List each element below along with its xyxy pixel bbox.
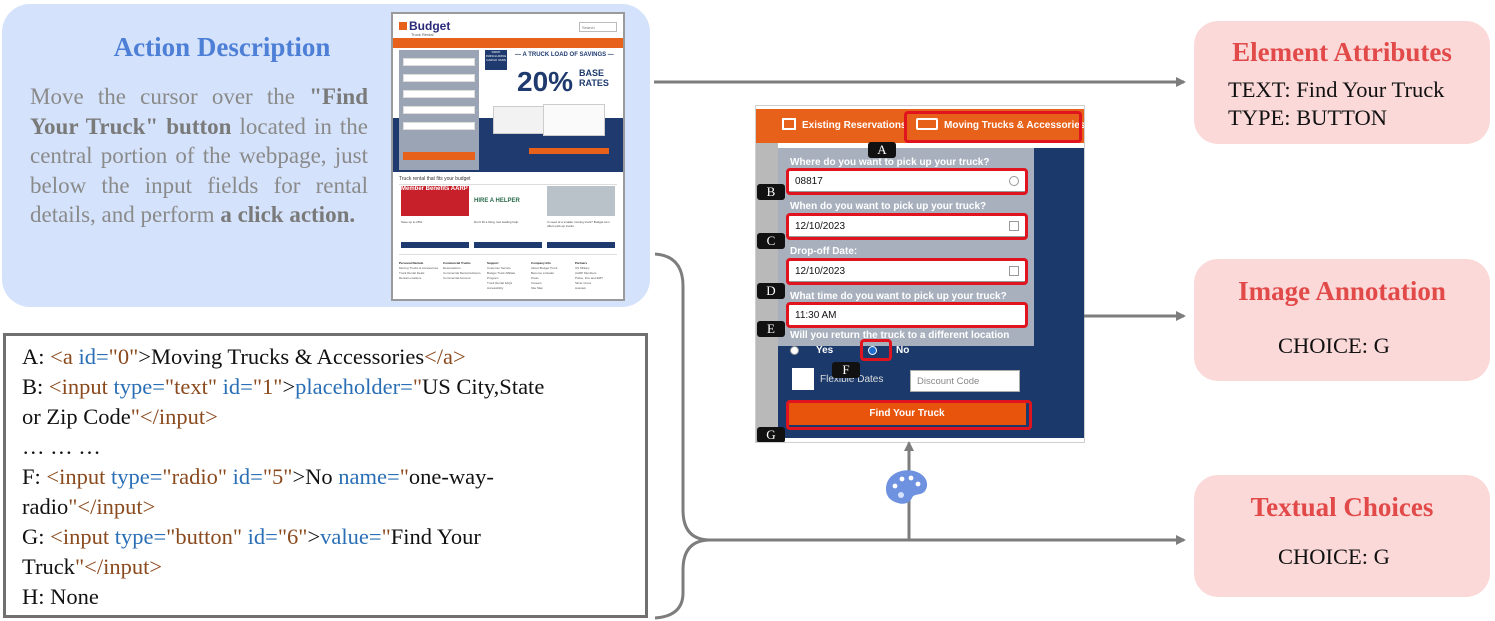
- choice-g-cont: Truck"</input>: [22, 554, 163, 579]
- textual-choices-choice: CHOICE: G: [1278, 544, 1390, 569]
- thumb-card: Member Benefits AARP Save up to 25%: [401, 186, 469, 248]
- radio-no-label: No: [896, 345, 910, 356]
- truck-icon: [916, 118, 938, 130]
- choice-f-cont: radio"</input>: [22, 494, 156, 519]
- discount-code-input[interactable]: Discount Code: [910, 370, 1020, 392]
- thumb-card: In need of a smaller moving truck? Budge…: [547, 186, 615, 248]
- choice-h: H: None: [22, 584, 99, 609]
- tab-bar: [756, 109, 1084, 143]
- thumb-form: [399, 50, 479, 170]
- choice-a: A: <a id="0">Moving Trucks & Accessories…: [22, 344, 466, 369]
- highlight-d: [786, 258, 1028, 285]
- logo-subtitle: Truck Rental: [411, 32, 434, 37]
- thumb-section-title: Truck rental that fits your budget: [399, 176, 617, 185]
- choice-ellipsis: … … …: [22, 434, 101, 459]
- highlight-c: [786, 213, 1028, 240]
- marker-c: C: [757, 233, 785, 249]
- element-type-attr: TYPE: BUTTON: [1228, 105, 1387, 130]
- marker-b: B: [757, 184, 785, 200]
- palette-icon: [886, 470, 928, 504]
- choice-b: B: <input type="text" id="1">placeholder…: [22, 374, 545, 399]
- marker-f: F: [832, 362, 860, 378]
- highlight-f: [860, 339, 892, 361]
- flexible-dates-checkbox[interactable]: [792, 368, 814, 390]
- return-location-label: Will you return the truck to a different…: [790, 330, 1010, 341]
- budget-logo: Budget: [399, 19, 450, 33]
- pickup-date-label: When do you want to pick up your truck?: [790, 201, 987, 212]
- thumb-cargo-badge: DROP IN/INCLUDING CARGO VANS: [485, 50, 507, 70]
- image-annotation-choice: CHOICE: G: [1278, 333, 1390, 358]
- thumb-promo: — A TRUCK LOAD OF SAVINGS —: [515, 52, 614, 58]
- truck-image: [493, 106, 545, 134]
- thumb-search: Search: [579, 22, 617, 32]
- choice-b-cont: or Zip Code"</input>: [22, 404, 218, 429]
- location-pin-icon: [1009, 176, 1019, 186]
- marker-g: G: [757, 427, 785, 442]
- radio-yes[interactable]: [790, 346, 799, 355]
- marker-a: A: [868, 142, 896, 158]
- calendar-icon: [1009, 266, 1019, 276]
- thumb-promo-button: [529, 148, 609, 154]
- thumb-percent: 20%: [517, 66, 574, 97]
- thumb-find-button: [403, 152, 475, 160]
- calendar-icon: [1009, 221, 1019, 231]
- calendar-icon: [782, 118, 796, 130]
- marker-e: E: [757, 321, 785, 337]
- choices-brace: [654, 252, 711, 620]
- element-text-attr: TEXT: Find Your Truck: [1228, 77, 1445, 102]
- thumb-base-rates: BASE RATES: [579, 68, 609, 88]
- tab-existing-reservations[interactable]: Existing Reservations: [802, 120, 907, 131]
- choice-g: G: <input type="button" id="6">value="Fi…: [22, 524, 481, 549]
- textual-choices-box: Textual Choices CHOICE: G: [1194, 475, 1490, 597]
- choice-f: F: <input type="radio" id="5">No name="o…: [22, 464, 494, 489]
- website-thumbnail: Budget Truck Rental Search DROP IN/INCLU…: [391, 12, 625, 301]
- truck-image: [543, 104, 605, 136]
- html-choices-box: A: <a id="0">Moving Trucks & Accessories…: [3, 333, 648, 618]
- radio-yes-label: Yes: [816, 345, 834, 356]
- thumb-card: HIRE A HELPER Don't lift a thing. Get lo…: [474, 186, 542, 248]
- thumb-navbar: [393, 38, 623, 48]
- element-attributes-box: Element Attributes TEXT: Find Your Truck…: [1194, 21, 1490, 144]
- textual-choices-title: Textual Choices: [1250, 492, 1434, 522]
- pickup-location-label: Where do you want to pick up your truck?: [790, 157, 990, 168]
- highlight-a: [904, 111, 1082, 143]
- annotated-screenshot: Existing Reservations Moving Trucks & Ac…: [755, 105, 1085, 443]
- action-title: Action Description: [113, 32, 331, 62]
- element-attributes-title: Element Attributes: [1232, 37, 1452, 67]
- flexible-dates-label: Flexible Dates: [820, 374, 884, 385]
- highlight-b: [786, 168, 1028, 195]
- logo-icon: [399, 22, 407, 30]
- image-annotation-title: Image Annotation: [1238, 276, 1446, 306]
- pickup-time-label: What time do you want to pick up your tr…: [790, 291, 1007, 302]
- highlight-g: [786, 400, 1032, 430]
- tab-moving-trucks[interactable]: Moving Trucks & Accessories: [944, 120, 1085, 131]
- find-your-truck-button[interactable]: Find Your Truck: [788, 403, 1026, 425]
- radio-no[interactable]: [868, 346, 877, 355]
- image-annotation-box: Image Annotation CHOICE: G: [1194, 259, 1490, 381]
- action-text: Move the cursor over the "Find Your Truc…: [30, 84, 368, 227]
- dropoff-date-label: Drop-off Date:: [790, 246, 858, 257]
- highlight-e: [786, 302, 1028, 328]
- marker-d: D: [757, 283, 785, 299]
